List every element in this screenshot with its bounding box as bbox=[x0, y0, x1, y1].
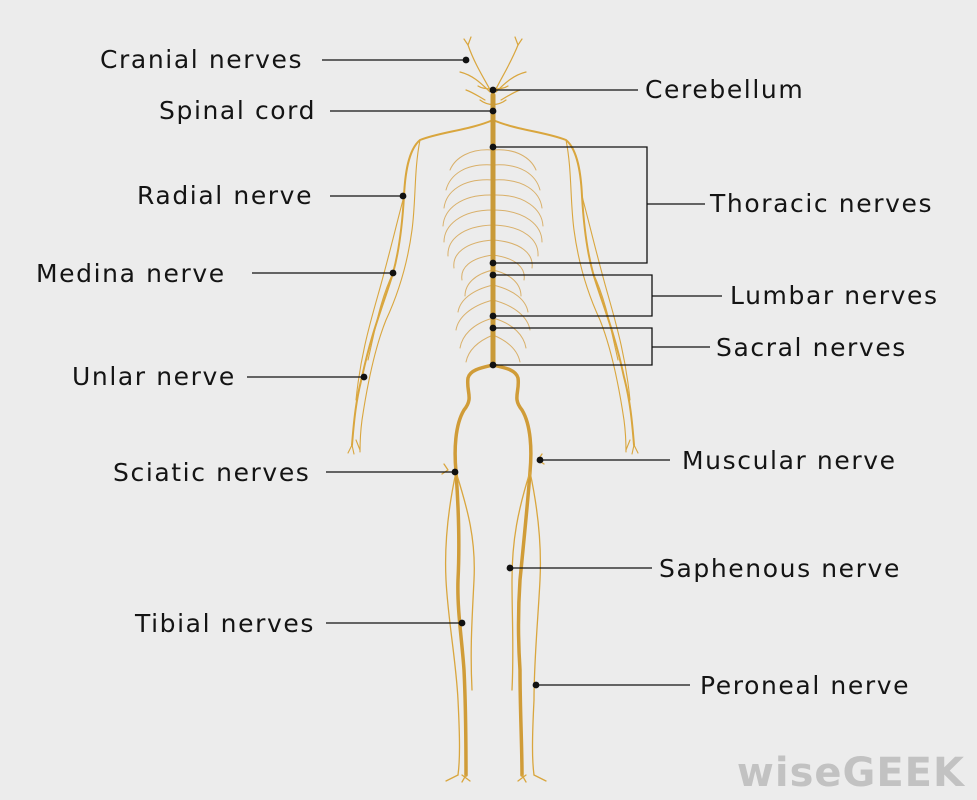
intercostal-nerves bbox=[442, 149, 544, 363]
nerve-figure bbox=[347, 36, 639, 783]
bracket-sacral bbox=[493, 327, 710, 366]
label-radial-nerve: Radial nerve bbox=[137, 181, 314, 210]
label-peroneal-nerve: Peroneal nerve bbox=[700, 671, 911, 700]
leader-lines bbox=[247, 59, 722, 686]
label-cerebellum: Cerebellum bbox=[645, 75, 805, 104]
wisegeek-watermark-logo: wiseGEEK bbox=[736, 750, 965, 796]
label-sciatic-nerves: Sciatic nerves bbox=[113, 458, 311, 487]
label-sacral-nerves: Sacral nerves bbox=[716, 333, 907, 362]
bracket-thoracic bbox=[493, 146, 705, 264]
label-thoracic-nerves: Thoracic nerves bbox=[710, 189, 934, 218]
arm-nerves bbox=[351, 119, 635, 446]
label-medina-nerve: Medina nerve bbox=[36, 259, 226, 288]
label-spinal-cord: Spinal cord bbox=[159, 96, 317, 125]
label-cranial-nerves: Cranial nerves bbox=[100, 45, 304, 74]
leader-dots bbox=[360, 56, 544, 689]
label-lumbar-nerves: Lumbar nerves bbox=[730, 281, 939, 310]
label-muscular-nerve: Muscular nerve bbox=[682, 446, 897, 475]
label-tibial-nerves: Tibial nerves bbox=[135, 609, 315, 638]
label-saphenous-nerve: Saphenous nerve bbox=[659, 554, 901, 583]
bracket-lumbar bbox=[493, 274, 722, 317]
leg-nerves bbox=[453, 363, 533, 777]
label-unlar-nerve: Unlar nerve bbox=[72, 362, 236, 391]
